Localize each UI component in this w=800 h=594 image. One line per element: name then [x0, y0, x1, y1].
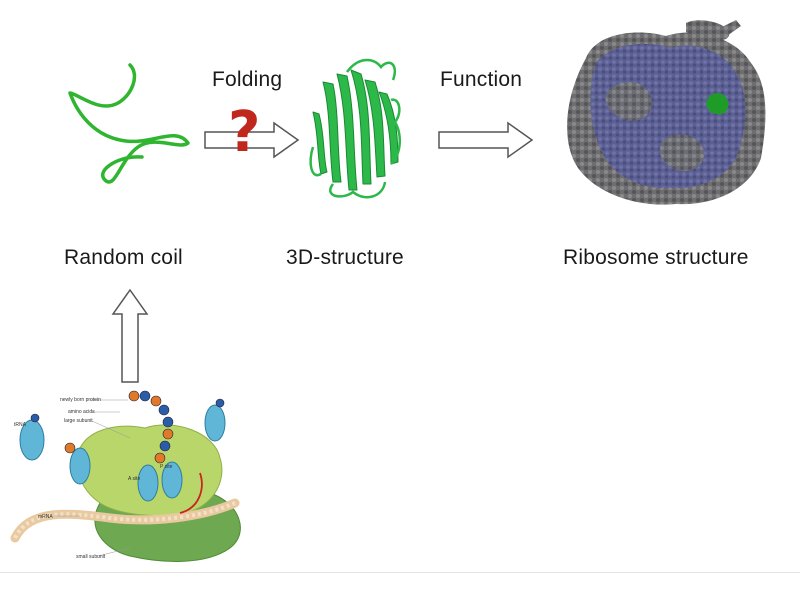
3d-structure-label: 3D-structure	[286, 246, 404, 269]
random-coil-icon	[68, 63, 190, 184]
folding-label: Folding	[212, 68, 283, 91]
random-coil-label: Random coil	[64, 246, 183, 269]
function-label: Function	[440, 68, 523, 91]
small-subunit-label: small subunit	[76, 554, 106, 560]
ribosome-structure-icon	[567, 20, 766, 205]
a-site-label: A site	[128, 476, 140, 482]
trna-label: tRNA	[14, 422, 27, 428]
protein-3d-structure-icon	[309, 58, 401, 199]
mrna-label: mRNA	[38, 514, 53, 520]
function-arrow-icon	[438, 121, 534, 159]
translation-illustration: newly born protein amino acids large sub…	[10, 390, 241, 562]
folding-arrow-icon	[204, 121, 300, 159]
amino-acid-chain	[30, 390, 225, 464]
trna-group	[19, 404, 226, 502]
large-subunit-label: large subunit	[64, 418, 93, 424]
up-arrow-icon	[111, 288, 149, 383]
newly-born-protein-label: newly born protein	[60, 397, 101, 403]
amino-acids-label: amino acids	[68, 409, 95, 415]
ribosome-structure-label: Ribosome structure	[563, 246, 749, 269]
footer-divider	[0, 572, 800, 573]
p-site-label: P site	[160, 464, 173, 470]
question-mark: ?	[228, 100, 261, 165]
